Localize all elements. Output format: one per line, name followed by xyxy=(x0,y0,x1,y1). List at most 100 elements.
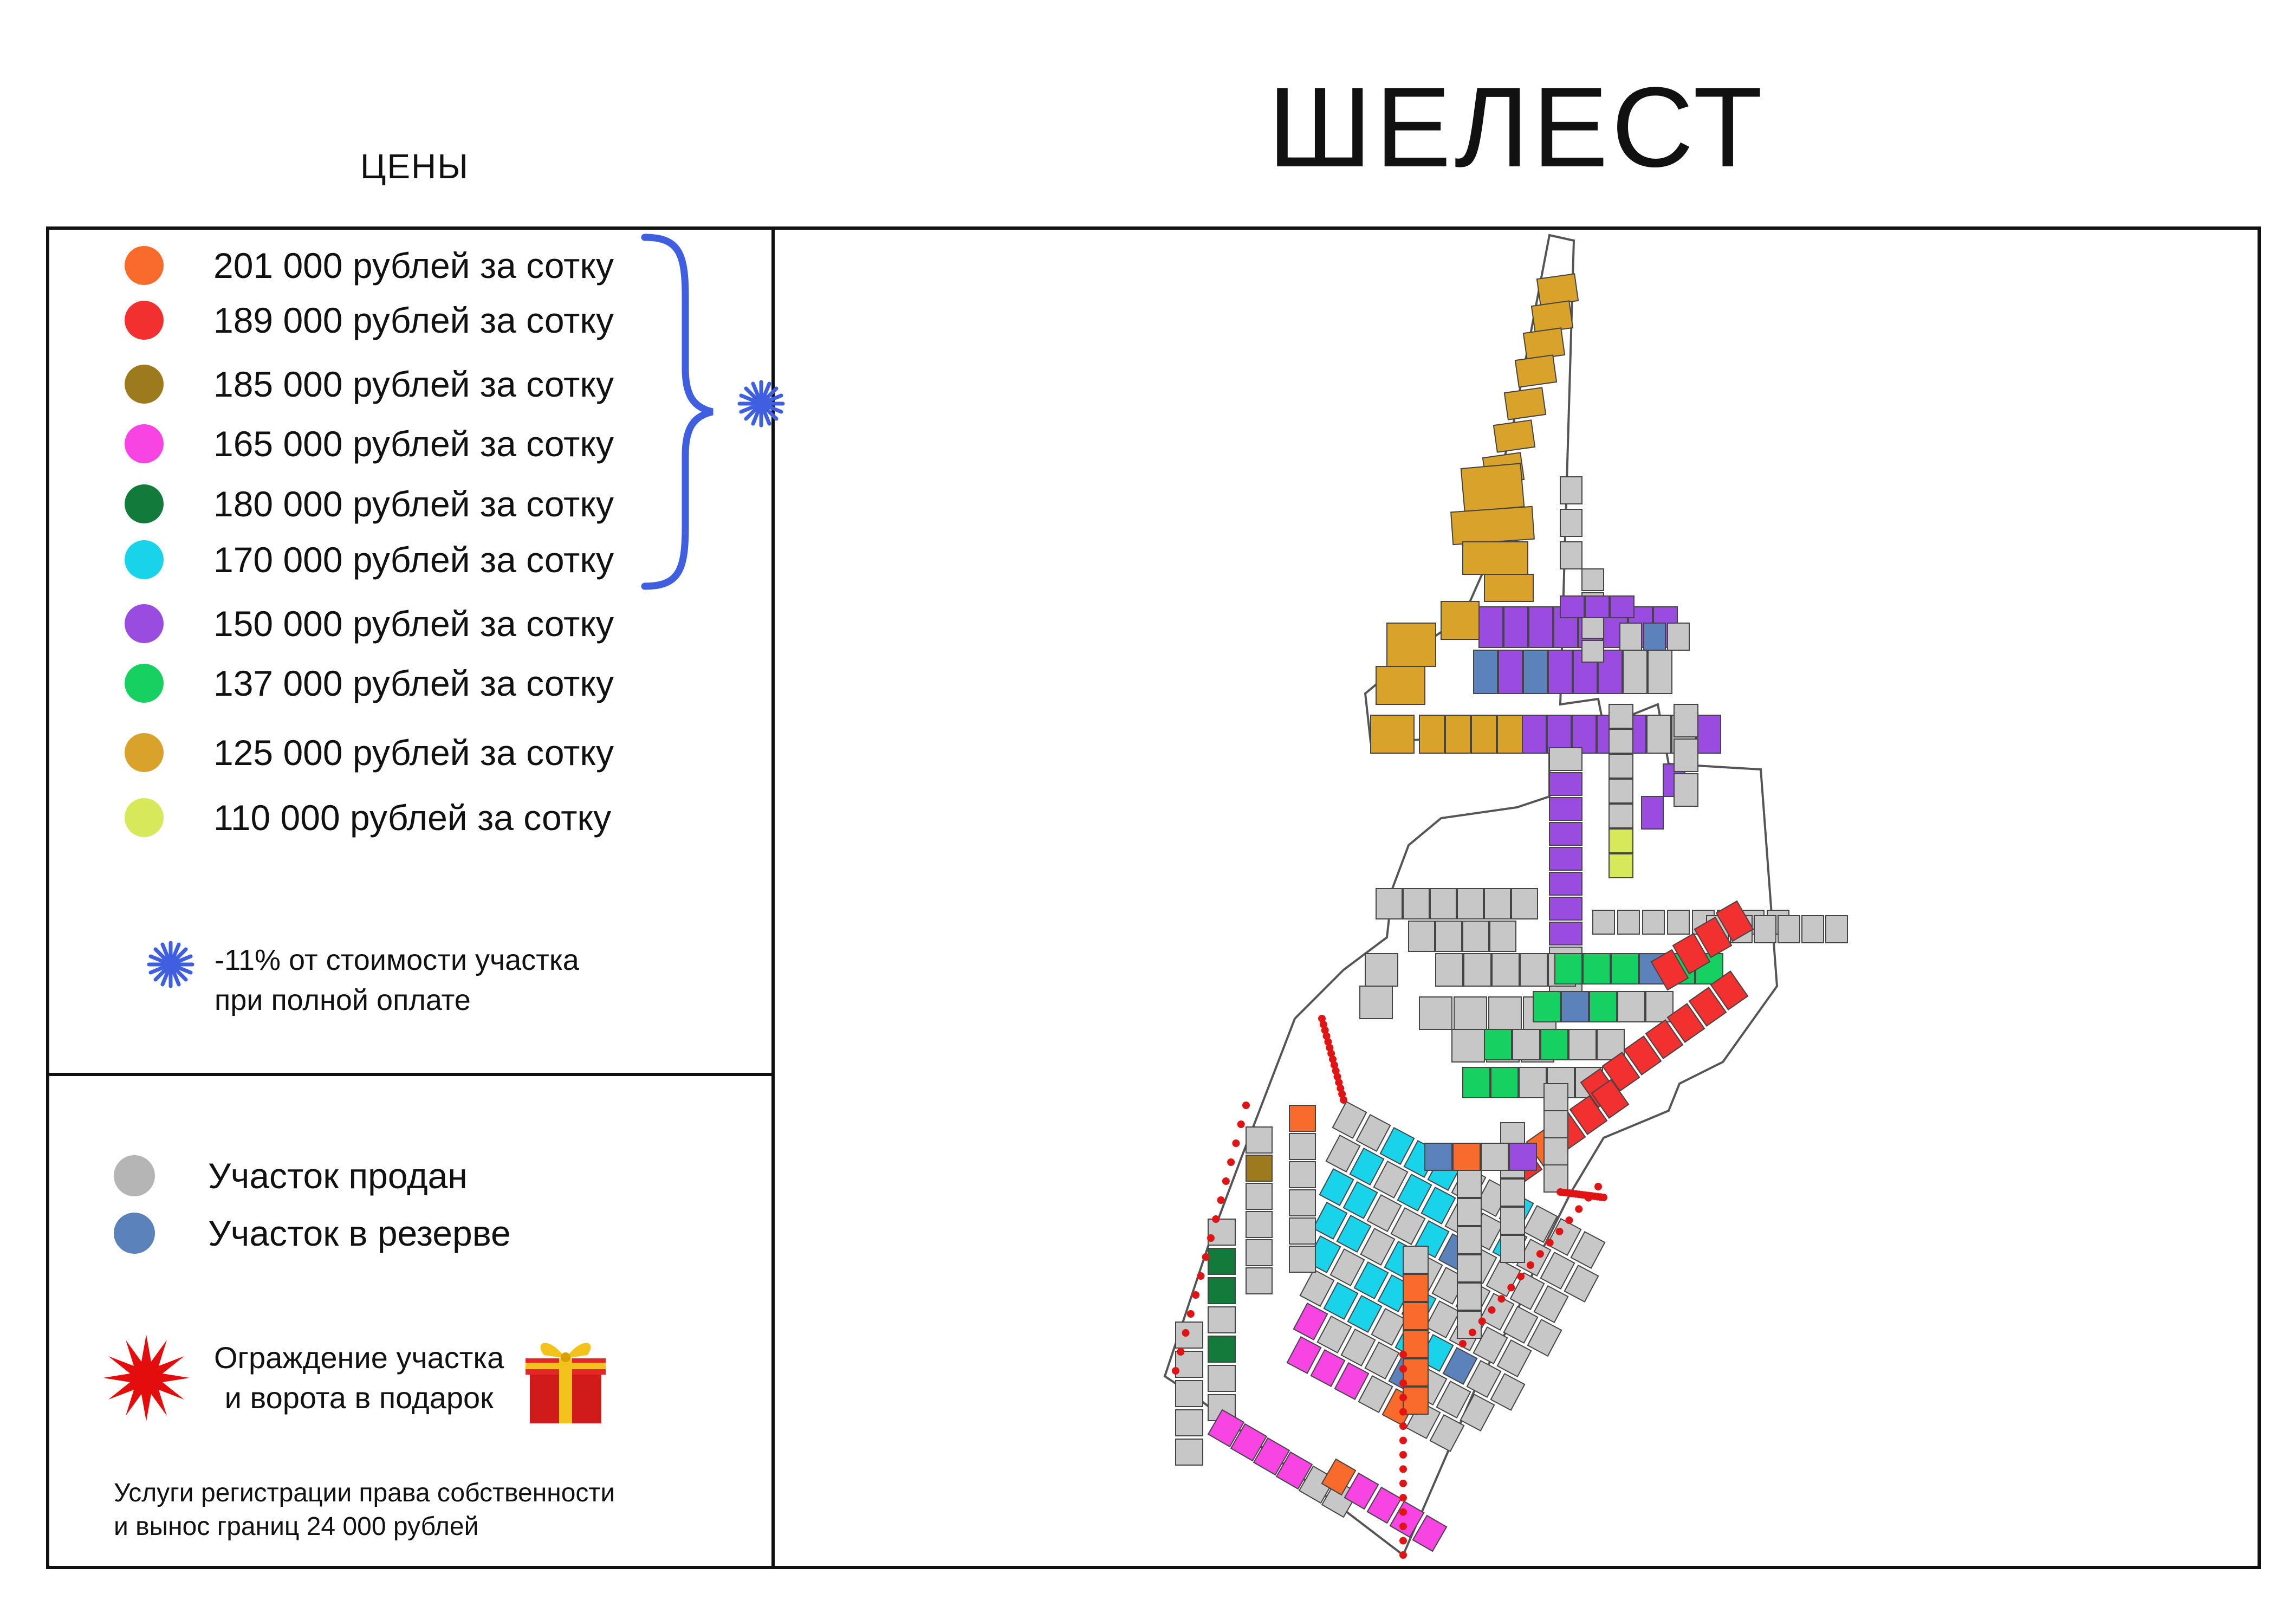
land-plot xyxy=(1289,1246,1316,1273)
fence-marker xyxy=(1232,1139,1240,1147)
services-line-2: и вынос границ 24 000 рублей xyxy=(114,1512,479,1541)
price-row: 125 000 рублей за сотку xyxy=(125,728,614,777)
land-plot xyxy=(1484,574,1534,602)
land-plot xyxy=(1353,1261,1389,1300)
land-plot xyxy=(1609,704,1633,729)
land-plot xyxy=(1481,1143,1509,1171)
fence-marker xyxy=(1399,1508,1407,1516)
land-plot xyxy=(1358,1375,1393,1414)
price-color-dot xyxy=(125,484,164,523)
land-plot xyxy=(1340,1328,1376,1367)
land-plot xyxy=(1299,1268,1335,1307)
land-plot xyxy=(1642,910,1665,935)
fence-marker xyxy=(1399,1394,1407,1402)
price-color-dot xyxy=(125,798,164,837)
land-plot xyxy=(1430,888,1457,919)
price-label: 125 000 рублей за сотку xyxy=(213,733,614,773)
fence-marker xyxy=(1222,1177,1230,1185)
land-plot xyxy=(1672,932,1711,975)
land-plot xyxy=(1560,476,1582,504)
land-plot xyxy=(1460,1393,1495,1432)
land-plot xyxy=(1611,953,1639,984)
fence-marker xyxy=(1321,1026,1329,1034)
land-plot xyxy=(1246,1126,1273,1154)
fence-marker xyxy=(1399,1523,1407,1531)
land-plot xyxy=(1536,273,1579,307)
land-plot xyxy=(1460,463,1525,513)
land-plot xyxy=(1319,1168,1354,1207)
frame-divider-horizontal xyxy=(46,1073,775,1076)
gift-note: Ограждение участка и ворота в подарок xyxy=(100,1330,609,1425)
land-plot xyxy=(1344,1472,1379,1510)
fence-marker xyxy=(1399,1494,1407,1502)
fence-marker xyxy=(1399,1451,1407,1459)
land-plot xyxy=(1570,1230,1606,1269)
land-plot xyxy=(1376,666,1425,705)
land-plot xyxy=(1490,1067,1519,1098)
price-color-dot xyxy=(125,664,164,703)
fence-marker xyxy=(1322,1032,1331,1040)
reserved-color-dot xyxy=(114,1213,155,1254)
price-color-dot xyxy=(125,604,164,643)
land-plot xyxy=(1561,991,1589,1022)
land-plot xyxy=(1412,1514,1448,1552)
land-plot xyxy=(1715,900,1754,942)
land-plot xyxy=(1457,1226,1482,1254)
land-plot xyxy=(1500,1178,1525,1207)
land-plot xyxy=(1825,915,1848,943)
land-plot xyxy=(1696,715,1721,754)
land-plot xyxy=(1569,1095,1608,1135)
fence-marker xyxy=(1536,1250,1544,1258)
land-plot xyxy=(1360,1227,1396,1266)
land-plot xyxy=(1246,1239,1273,1266)
land-plot xyxy=(1667,623,1690,651)
gift-box-icon xyxy=(526,1343,606,1423)
fence-marker xyxy=(1507,1284,1515,1292)
land-plot xyxy=(1442,1346,1478,1385)
land-plot xyxy=(1623,650,1648,694)
land-plot xyxy=(1349,1147,1385,1186)
fence-marker xyxy=(1399,1365,1407,1373)
land-plot xyxy=(1408,921,1435,952)
land-plot xyxy=(1585,595,1610,618)
fence-marker xyxy=(1517,1272,1525,1280)
land-plot xyxy=(1509,1272,1545,1311)
fence-marker xyxy=(1324,1038,1332,1046)
fence-marker xyxy=(1546,1239,1554,1247)
land-plot xyxy=(1645,1019,1684,1059)
land-plot xyxy=(1463,953,1491,987)
fence-marker xyxy=(1192,1291,1200,1299)
price-label: 201 000 рублей за сотку xyxy=(213,245,614,286)
land-plot xyxy=(1500,1235,1525,1263)
frame-divider-vertical xyxy=(771,226,775,1569)
fence-marker xyxy=(1594,1183,1602,1190)
land-plot xyxy=(1511,888,1538,919)
fence-marker xyxy=(1468,1329,1476,1337)
land-plot xyxy=(1175,1322,1203,1349)
land-plot xyxy=(1445,715,1471,754)
land-plot xyxy=(1403,888,1430,919)
price-color-dot xyxy=(125,246,164,285)
land-plot xyxy=(1488,996,1522,1030)
land-plot xyxy=(1473,650,1498,694)
land-plot xyxy=(1543,1164,1568,1193)
land-plot xyxy=(1609,804,1633,828)
land-plot xyxy=(1498,650,1523,694)
land-plot xyxy=(1435,953,1463,987)
blue-star-icon xyxy=(147,941,194,988)
land-plot xyxy=(1572,715,1597,754)
fence-marker xyxy=(1478,1317,1486,1325)
land-plot xyxy=(1246,1183,1273,1210)
land-plot xyxy=(1710,970,1749,1010)
land-plot xyxy=(1674,704,1698,737)
land-plot xyxy=(1403,1302,1429,1330)
land-plot xyxy=(1293,1302,1328,1341)
land-plot xyxy=(1568,1029,1597,1060)
land-plot xyxy=(1549,797,1582,821)
fence-marker xyxy=(1555,1227,1564,1235)
land-plot xyxy=(1503,1305,1539,1344)
price-label: 165 000 рублей за сотку xyxy=(213,424,614,464)
land-plot xyxy=(1451,1029,1485,1063)
fence-marker xyxy=(1227,1158,1235,1166)
land-plot xyxy=(1610,595,1635,618)
